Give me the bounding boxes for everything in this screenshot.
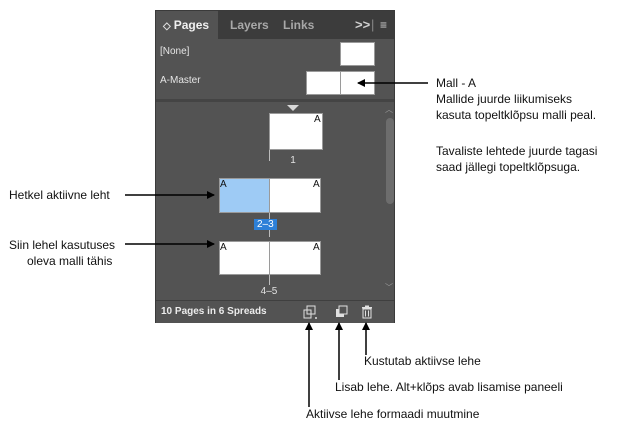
pages-area: A 1 A A 2–3 A A 4–5 (156, 103, 394, 299)
page-thumbnail[interactable] (269, 178, 321, 213)
tab-pages-label: Pages (173, 18, 210, 32)
pages-panel: ◇Pages Layers Links >> | ≡ [None] A-Mast… (155, 10, 395, 323)
annotation-format: Aktiivse lehe formaadi muutmine (306, 407, 480, 421)
trash-icon[interactable] (359, 304, 375, 320)
scroll-up-icon[interactable]: ︿ (385, 105, 393, 114)
edit-page-size-icon[interactable] (302, 304, 318, 320)
page-count-status: 10 Pages in 6 Spreads (161, 306, 267, 317)
master-a-label[interactable]: A-Master (160, 75, 201, 86)
hamburger-menu-icon[interactable]: ≡ (380, 18, 388, 32)
selected-page-thumbnail[interactable] (219, 178, 271, 213)
tab-links[interactable]: Links (283, 18, 315, 32)
annotation-delete: Kustutab aktiivse lehe (364, 354, 481, 368)
spread-label-2-3[interactable]: 2–3 (254, 219, 277, 230)
master-prefix: A (313, 179, 320, 190)
panel-footer: 10 Pages in 6 Spreads (156, 300, 394, 323)
section-divider (156, 99, 394, 102)
annotation-master-line2: kasuta topeltklõpsu malli peal. (436, 108, 597, 122)
annotation-prefix-line1: Siin lehel kasutuses (9, 238, 116, 252)
master-a-left-page[interactable] (306, 71, 341, 95)
master-prefix: A (314, 114, 321, 125)
scroll-down-icon[interactable]: ﹀ (385, 283, 393, 292)
master-none-label[interactable]: [None] (160, 46, 190, 57)
annotation-master-title: Mall - A (436, 76, 477, 90)
master-none-thumbnail[interactable] (340, 42, 375, 66)
master-prefix: A (220, 179, 227, 190)
spread-label-4-5[interactable]: 4–5 (260, 286, 278, 297)
tab-layers[interactable]: Layers (230, 18, 269, 32)
page-thumbnail[interactable] (269, 241, 321, 275)
current-page-marker-icon (287, 105, 299, 111)
annotation-normal-line2: saad jällegi topeltklõpsuga. (436, 160, 581, 174)
scrollbar[interactable]: ︿ ﹀ (384, 105, 394, 296)
master-prefix: A (313, 242, 320, 253)
annotation-prefix-line2: oleva malli tähis (27, 254, 113, 268)
annotation-add: Lisab lehe. Alt+klõps avab lisamise pane… (335, 380, 563, 394)
collapse-chevron-icon: ◇ (163, 21, 171, 32)
spine-line (269, 275, 270, 285)
spread-label-1[interactable]: 1 (290, 155, 296, 166)
annotation-master-line1: Mallide juurde liikumiseks (436, 92, 573, 106)
page-thumbnail[interactable] (269, 113, 323, 150)
new-page-icon[interactable] (333, 304, 349, 320)
tab-pages[interactable]: ◇Pages (156, 11, 218, 39)
tab-divider: | (371, 17, 375, 32)
master-prefix: A (220, 242, 227, 253)
scroll-thumb[interactable] (386, 118, 394, 204)
panel-tab-bar: ◇Pages Layers Links >> | ≡ (156, 11, 394, 39)
double-chevron-right-icon[interactable]: >> (355, 17, 371, 32)
annotation-active-page: Hetkel aktiivne leht (9, 188, 110, 202)
annotation-normal-line1: Tavaliste lehtede juurde tagasi (436, 144, 598, 158)
